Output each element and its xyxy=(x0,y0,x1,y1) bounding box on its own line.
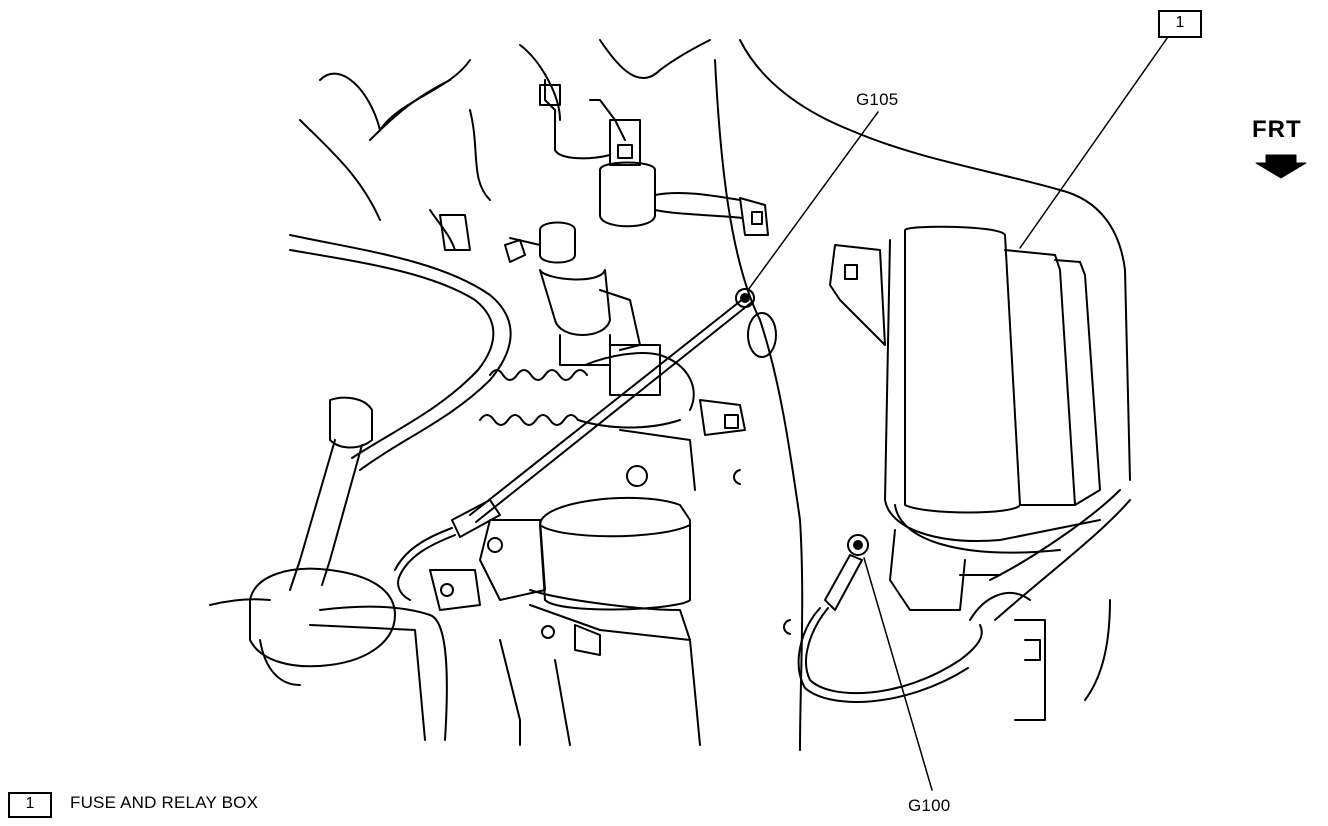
g100-label: G100 xyxy=(908,796,951,815)
front-direction-arrow xyxy=(1255,154,1307,179)
lower-relay-cylinder xyxy=(429,496,701,746)
g105-leader-line xyxy=(747,111,879,291)
reservoir-cap xyxy=(209,567,448,741)
g100-leader-line xyxy=(863,557,933,791)
steering-rack-boot xyxy=(479,344,746,491)
body-clips xyxy=(626,312,791,635)
fuse-box-callout-number: 1 xyxy=(1158,10,1202,38)
front-direction-label: FRT xyxy=(1252,116,1302,143)
legend-item-text: FUSE AND RELAY BOX xyxy=(70,793,259,812)
actuator-column xyxy=(504,221,641,366)
g105-ground-wire xyxy=(394,288,755,601)
legend-item-number: 1 xyxy=(8,792,52,818)
fuse-box-leader-line xyxy=(1019,33,1171,249)
g105-label: G105 xyxy=(856,90,899,109)
fuse-relay-box xyxy=(829,225,1131,721)
upper-harness xyxy=(539,79,769,236)
body-panel-outline xyxy=(299,39,1131,751)
g100-ground-strap xyxy=(797,534,983,703)
hose-assembly xyxy=(289,209,512,591)
